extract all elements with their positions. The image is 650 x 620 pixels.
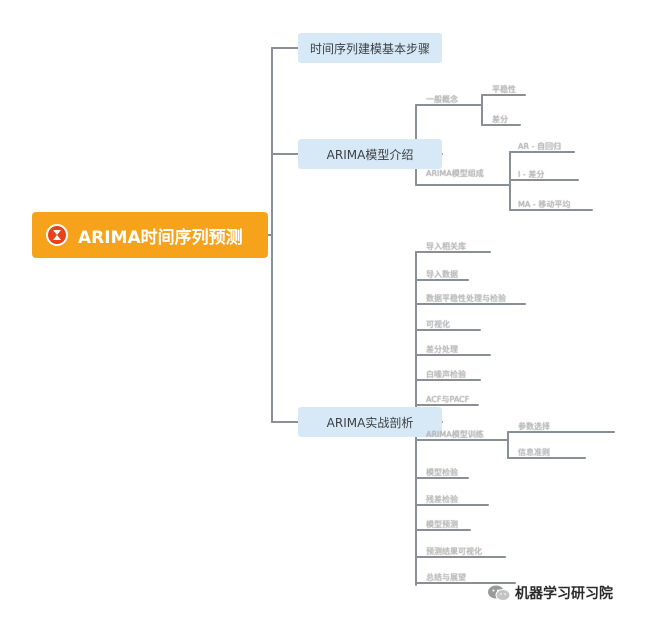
node-white-noise[interactable]: 白噪声检验 (426, 370, 466, 379)
root-node[interactable]: ARIMA时间序列预测 (32, 212, 268, 258)
branch-label: 时间序列建模基本步骤 (309, 41, 430, 56)
node-residual-check[interactable]: 残差检验 (426, 495, 458, 504)
node-model-check[interactable]: 模型检验 (426, 468, 458, 477)
node-acf-pacf[interactable]: ACF与PACF (426, 395, 470, 404)
node-arima-training[interactable]: ARIMA模型训练 (426, 430, 484, 439)
node-model-forecast[interactable]: 模型预测 (426, 520, 458, 529)
node-import-data[interactable]: 导入数据 (426, 270, 458, 279)
node-differencing[interactable]: 差分 (492, 115, 508, 124)
wechat-icon (488, 585, 511, 601)
hourglass-icon (46, 224, 68, 246)
node-info-criteria[interactable]: 信息准则 (518, 448, 550, 457)
node-summary[interactable]: 总结与展望 (426, 573, 466, 582)
node-param-selection[interactable]: 参数选择 (518, 422, 550, 431)
node-arima-components[interactable]: ARIMA模型组成 (426, 169, 484, 178)
root-label: ARIMA时间序列预测 (78, 227, 243, 248)
node-stationarity[interactable]: 平稳性 (492, 85, 516, 94)
watermark-text: 机器学习研习院 (515, 586, 613, 602)
node-ar[interactable]: AR - 自回归 (518, 142, 562, 151)
branch-arima-practice[interactable]: ARIMA实战剖析 (298, 407, 442, 437)
node-ma[interactable]: MA - 移动平均 (518, 200, 571, 209)
node-stationarity-test[interactable]: 数据平稳性处理与检验 (426, 294, 506, 303)
watermark: 机器学习研习院 (487, 583, 613, 603)
node-diff-processing[interactable]: 差分处理 (426, 345, 458, 354)
node-i[interactable]: I - 差分 (518, 170, 545, 179)
branch-arima-intro[interactable]: ARIMA模型介绍 (298, 139, 442, 169)
node-import-libs[interactable]: 导入相关库 (426, 242, 466, 251)
node-forecast-viz[interactable]: 预测结果可视化 (426, 547, 482, 556)
branch-label: ARIMA模型介绍 (326, 147, 414, 162)
node-visualization[interactable]: 可视化 (426, 320, 450, 329)
node-general-concepts[interactable]: 一般概念 (426, 95, 458, 104)
branch-label: ARIMA实战剖析 (326, 415, 414, 430)
branch-modeling-steps[interactable]: 时间序列建模基本步骤 (298, 33, 442, 63)
